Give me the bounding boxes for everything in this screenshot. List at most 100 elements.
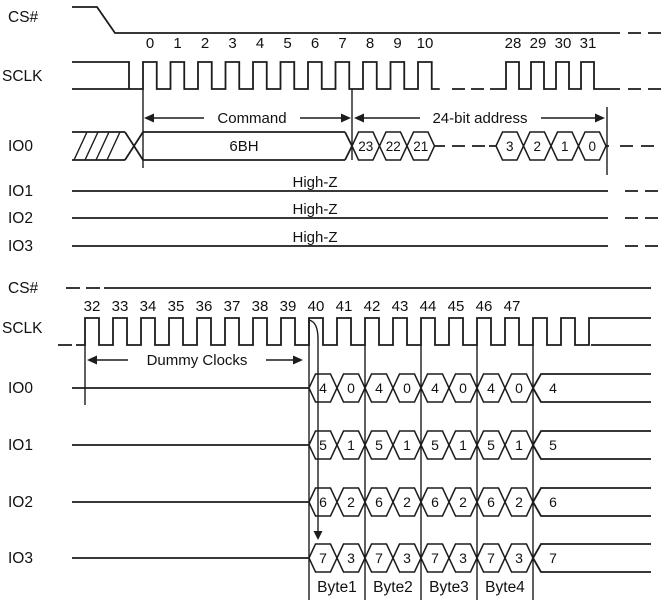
- command-arrow-label: Command: [217, 110, 286, 127]
- clock-number: 29: [530, 35, 547, 52]
- clock-number: 33: [112, 298, 129, 315]
- first-nibble-arrowhead: [313, 531, 323, 540]
- io2-label-top: IO2: [8, 210, 33, 227]
- clock-number: 35: [168, 298, 185, 315]
- data-bit-cell: [504, 543, 534, 573]
- data-bit-value: 3: [515, 550, 523, 566]
- command-arrowhead-left: [144, 113, 154, 123]
- io0-command-box: [143, 131, 353, 161]
- data-bit-value: 4: [431, 380, 439, 396]
- clock-number: 32: [84, 298, 101, 315]
- data-bit-value: 5: [375, 437, 383, 453]
- data-bit-value: 0: [403, 380, 411, 396]
- data-bit-value: 1: [347, 437, 355, 453]
- next-bit-value: 4: [549, 380, 557, 396]
- address-bit-value: 1: [561, 139, 569, 154]
- clock-number: 6: [311, 35, 319, 52]
- io-row-label: IO1: [8, 437, 33, 454]
- command-arrowhead-right: [341, 113, 351, 123]
- io-row-label: IO2: [8, 494, 33, 511]
- byte-labels: Byte1 Byte2 Byte3 Byte4: [317, 579, 525, 596]
- io-row-label: IO0: [8, 380, 33, 397]
- data-bit-value: 5: [319, 437, 327, 453]
- address-bit-value: 2: [533, 139, 541, 154]
- sclk-pulses-top: [72, 61, 661, 90]
- next-bit-value: 6: [549, 494, 557, 510]
- address-arrowhead-left: [354, 113, 364, 123]
- sclk-waveform-bottom: [58, 317, 651, 346]
- io1-highz-label: High-Z: [292, 174, 337, 191]
- address-bit-value: 0: [588, 139, 596, 154]
- io-tail-open: [532, 487, 651, 517]
- dummy-arrowhead-right: [293, 355, 303, 365]
- io2-highz-label: High-Z: [292, 201, 337, 218]
- dummy-clocks-label: Dummy Clocks: [147, 352, 248, 369]
- io0-hatch-rails: [72, 131, 125, 161]
- dummy-arrowhead-left: [87, 355, 97, 365]
- io-tail-open: [532, 373, 651, 403]
- clock-number: 30: [555, 35, 572, 52]
- byte-label: Byte2: [373, 579, 413, 596]
- data-bit-value: 2: [459, 494, 467, 510]
- next-bit-value: 5: [549, 437, 557, 453]
- clock-number: 4: [256, 35, 264, 52]
- address-bit-value: 21: [413, 139, 428, 154]
- data-bit-cell: [504, 373, 534, 403]
- io3-label-top: IO3: [8, 238, 33, 255]
- clock-number: 43: [392, 298, 409, 315]
- byte-label: Byte3: [429, 579, 469, 596]
- clock-number: 1: [173, 35, 181, 52]
- data-bit-cell: [504, 487, 534, 517]
- sclk-label-top: SCLK: [2, 68, 43, 85]
- data-bit-value: 2: [515, 494, 523, 510]
- byte-label: Byte1: [317, 579, 357, 596]
- address-bit-value: 22: [386, 139, 401, 154]
- clock-number: 45: [448, 298, 465, 315]
- address-arrowhead-right: [595, 113, 605, 123]
- data-bit-value: 6: [375, 494, 383, 510]
- data-bit-value: 3: [459, 550, 467, 566]
- next-bit-value: 7: [549, 550, 557, 566]
- address-bit-value: 23: [358, 139, 373, 154]
- data-bit-value: 4: [319, 380, 327, 396]
- byte-label: Byte4: [485, 579, 525, 596]
- data-bit-value: 3: [347, 550, 355, 566]
- data-bit-cell: [504, 430, 534, 460]
- data-bit-value: 7: [319, 550, 327, 566]
- io0-x-transition: [124, 131, 144, 161]
- address-bit-cell: [577, 131, 607, 161]
- address-bit-cell: [406, 131, 436, 161]
- io1-label-top: IO1: [8, 183, 33, 200]
- clock-number: 3: [228, 35, 236, 52]
- data-bit-value: 0: [515, 380, 523, 396]
- clock-number: 40: [308, 298, 325, 315]
- clock-number: 31: [580, 35, 597, 52]
- io-tail-open: [532, 430, 651, 460]
- clock-number: 28: [505, 35, 522, 52]
- data-bit-value: 5: [487, 437, 495, 453]
- sclk-pulses-bottom: [58, 317, 651, 346]
- clock-number: 2: [201, 35, 209, 52]
- data-bit-value: 6: [487, 494, 495, 510]
- data-bit-value: 4: [487, 380, 495, 396]
- clock-number: 37: [224, 298, 241, 315]
- io-row-label: IO3: [8, 550, 33, 567]
- sclk-label-bottom: SCLK: [2, 320, 43, 337]
- io0-hatch-lines: [73, 131, 121, 161]
- first-nibble-arrow-curve: [308, 319, 319, 531]
- data-bit-value: 4: [375, 380, 383, 396]
- clock-number: 44: [420, 298, 437, 315]
- data-bit-value: 2: [347, 494, 355, 510]
- data-bit-value: 3: [403, 550, 411, 566]
- clock-number: 0: [146, 35, 154, 52]
- data-bit-value: 0: [459, 380, 467, 396]
- clock-number: 36: [196, 298, 213, 315]
- clock-number: 8: [366, 35, 374, 52]
- clock-number: 10: [417, 35, 434, 52]
- data-bit-value: 0: [347, 380, 355, 396]
